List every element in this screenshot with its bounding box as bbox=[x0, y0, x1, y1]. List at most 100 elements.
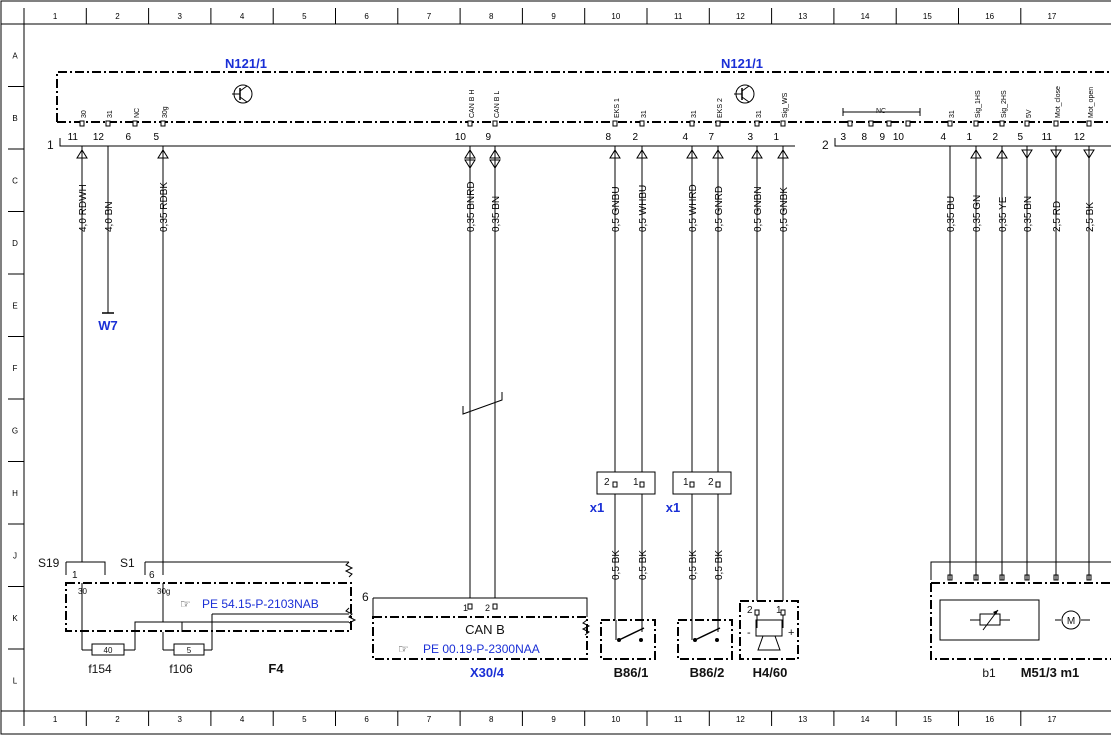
ruler-row-label: G bbox=[12, 426, 18, 435]
switch-b86-1: B86/1 bbox=[600, 619, 656, 680]
ruler-row-label: K bbox=[12, 614, 18, 623]
pin-number: 9 bbox=[879, 132, 885, 143]
x1-right-pin-b: 2 bbox=[708, 477, 714, 488]
pin-socket bbox=[132, 120, 138, 127]
fuse-pin-1: 1 bbox=[72, 570, 78, 581]
ruler-column-label: 16 bbox=[985, 715, 994, 724]
pin-socket bbox=[715, 120, 721, 127]
pin-signal: 5V bbox=[1026, 109, 1033, 118]
ruler-column-label: 15 bbox=[923, 12, 932, 21]
s19-label: S19 bbox=[38, 556, 60, 570]
x1-connector-left: 2 1 x1 bbox=[590, 471, 656, 515]
pin-signal: Sig_2HS bbox=[1001, 90, 1008, 118]
x1-right-label: x1 bbox=[666, 500, 680, 515]
ruler-column-label: 1 bbox=[53, 715, 58, 724]
pin-signal: Mot_close bbox=[1055, 86, 1062, 118]
wire-label: 0,35 BN bbox=[491, 196, 502, 232]
ruler-column-label: 15 bbox=[923, 715, 932, 724]
wire-label: 0,5 BK bbox=[611, 550, 622, 580]
pin-number: 2 bbox=[992, 132, 998, 143]
ruler-column-label: 16 bbox=[985, 12, 994, 21]
connector-1-number: 1 bbox=[47, 138, 54, 152]
wire-label: 0,5 BK bbox=[638, 550, 649, 580]
x1-left-pin-b: 1 bbox=[633, 477, 639, 488]
can-ref-link[interactable]: PE 00.19-P-2300NAA bbox=[423, 642, 540, 656]
fuse-f106-label: f106 bbox=[169, 662, 193, 676]
ruler-column-label: 1 bbox=[53, 12, 58, 21]
ruler-row-label: F bbox=[13, 364, 18, 373]
b86-1-label: B86/1 bbox=[614, 665, 649, 680]
pin-signal: Sig_WS bbox=[782, 92, 789, 118]
b1-label: b1 bbox=[982, 666, 996, 680]
potentiometer-icon bbox=[970, 609, 1010, 631]
pin-signal: EKS 1 bbox=[614, 98, 621, 118]
ruler-row-label: J bbox=[13, 551, 17, 560]
pin-number: 2 bbox=[632, 132, 638, 143]
ruler-row-label: B bbox=[12, 114, 17, 123]
pin-number: 9 bbox=[485, 132, 491, 143]
pin-number: 10 bbox=[893, 132, 905, 143]
wire-label: 4,0 RDWH bbox=[78, 184, 89, 232]
pin-number: 5 bbox=[153, 132, 159, 143]
pin-socket bbox=[612, 120, 618, 127]
buzzer-h4-60: 2 1 - + H4/60 bbox=[739, 600, 799, 680]
ruler-row-label: L bbox=[13, 676, 18, 685]
ruler-column-label: 2 bbox=[115, 12, 120, 21]
wire-label: 0,5 BK bbox=[714, 550, 725, 580]
pin-signal: 31 bbox=[691, 110, 698, 118]
pin-signal: Mot_open bbox=[1088, 87, 1095, 118]
pin-socket bbox=[999, 120, 1005, 127]
pin-socket bbox=[689, 481, 695, 488]
ruler-column-label: 7 bbox=[427, 12, 432, 21]
pin-socket bbox=[612, 481, 618, 488]
pin-socket bbox=[780, 609, 786, 616]
transistor-icon bbox=[232, 84, 253, 104]
pin-socket bbox=[160, 120, 166, 127]
fuse-f154-label: f154 bbox=[88, 662, 112, 676]
ruler-column-label: 10 bbox=[611, 715, 620, 724]
can-ref-icon: ☞ bbox=[398, 642, 409, 656]
pin-number: 8 bbox=[861, 132, 867, 143]
fuse-ref-icon: ☞ bbox=[180, 597, 191, 611]
can-pin-count: 6 bbox=[362, 590, 369, 604]
switch-b86-2: B86/2 bbox=[677, 619, 733, 680]
ruler-column-label: 8 bbox=[489, 12, 494, 21]
pin-socket bbox=[467, 603, 473, 610]
wire-label: 0,35 YE bbox=[998, 196, 1009, 232]
ruler-row-label: C bbox=[12, 176, 18, 185]
motor-symbol: M bbox=[1067, 616, 1075, 627]
pin-number: 3 bbox=[840, 132, 846, 143]
ruler-column-label: 8 bbox=[489, 715, 494, 724]
pin-socket bbox=[947, 120, 953, 127]
ruler-column-label: 13 bbox=[798, 715, 807, 724]
fuse-ref-link[interactable]: PE 54.15-P-2103NAB bbox=[202, 597, 319, 611]
ruler-column-label: 17 bbox=[1047, 715, 1056, 724]
pin-number: 12 bbox=[93, 132, 105, 143]
pin-signal: Sig_1HS bbox=[975, 90, 982, 118]
twisted-pair-marker bbox=[462, 392, 503, 415]
ruler-column-label: 6 bbox=[364, 715, 369, 724]
ruler-row-label: A bbox=[12, 51, 18, 60]
pin-number: 1 bbox=[966, 132, 972, 143]
m51-label: M51/3 m1 bbox=[1021, 665, 1080, 680]
pin-signal: CAN B H bbox=[469, 90, 476, 118]
pin-signal: NC bbox=[134, 108, 141, 118]
ruler-column-label: 12 bbox=[736, 715, 745, 724]
x1-left-label: x1 bbox=[590, 500, 604, 515]
pin-socket bbox=[754, 609, 760, 616]
fuse-f106-rating: 5 bbox=[187, 646, 192, 655]
ruler-column-label: 5 bbox=[302, 12, 307, 21]
pin-socket bbox=[905, 120, 911, 127]
pin-number: 10 bbox=[455, 132, 467, 143]
h4-pin-1: 1 bbox=[776, 605, 782, 616]
s1-label: S1 bbox=[120, 556, 135, 570]
ground-w7: W7 bbox=[98, 146, 118, 333]
ruler-column-label: 14 bbox=[861, 715, 870, 724]
pin-socket bbox=[1053, 120, 1059, 127]
h4-minus: - bbox=[747, 627, 751, 639]
fuse-box-f4: S19 S1 1 6 30 30g ☞ PE 54.15-P-2103NAB 4… bbox=[38, 556, 357, 676]
pin-signal: 31 bbox=[107, 110, 114, 118]
